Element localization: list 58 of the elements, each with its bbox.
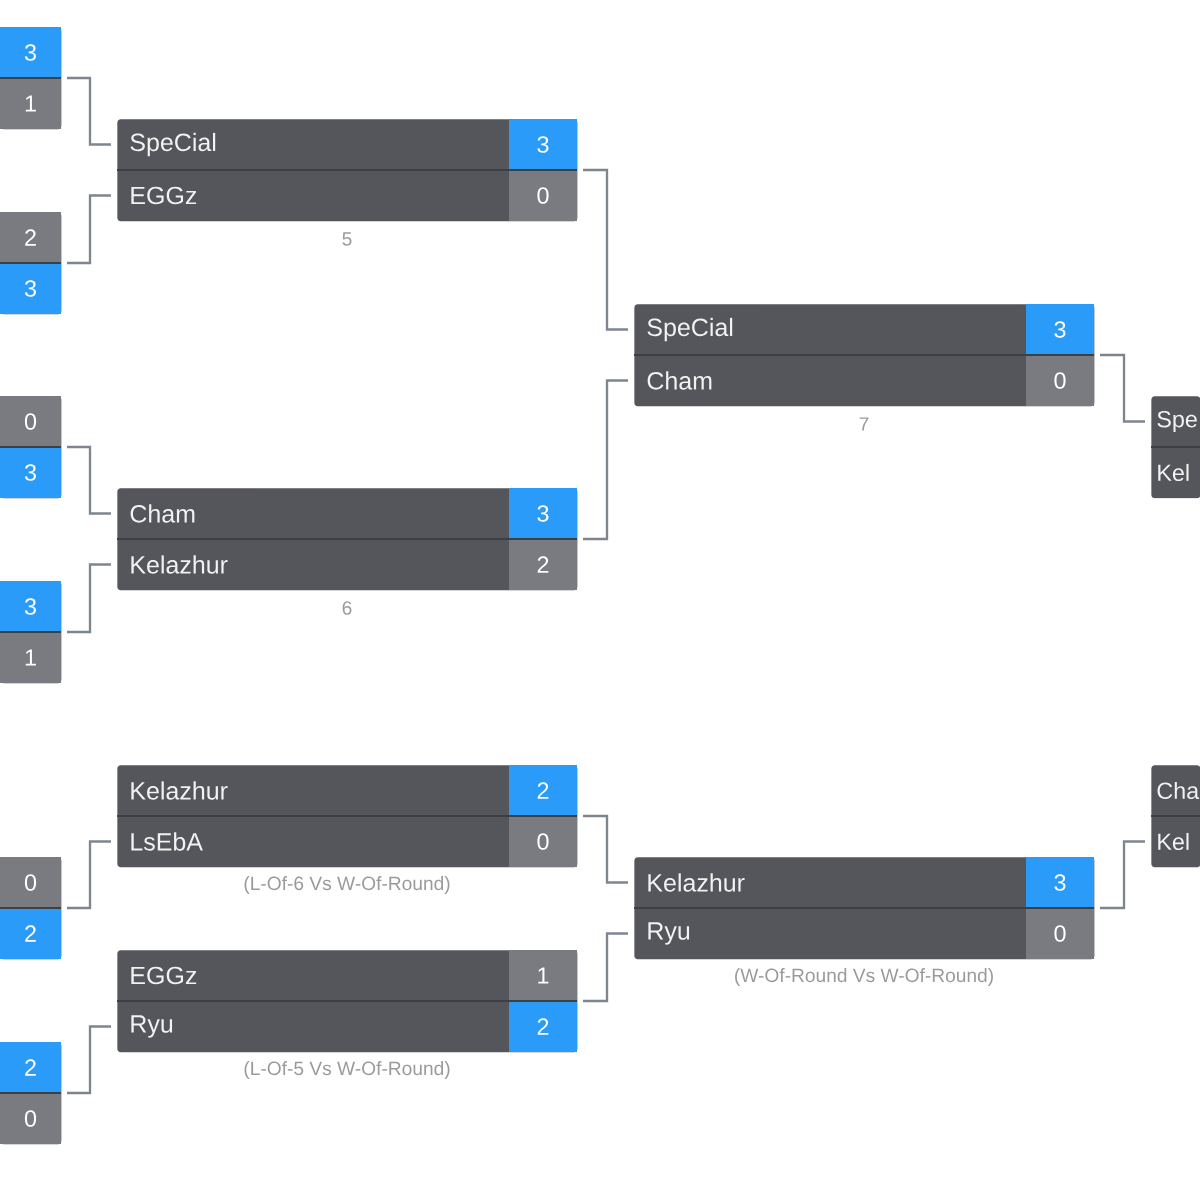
score-cell: 0: [1026, 908, 1094, 959]
score-cell: 3: [0, 263, 61, 314]
bracket-connector: [67, 194, 111, 265]
score-cell: 1: [0, 632, 61, 683]
match-label: 7: [859, 417, 869, 431]
player-name: SpeCial: [130, 132, 216, 157]
bracket-connector: [583, 379, 628, 541]
player-name: Kelazhur: [131, 781, 228, 800]
score-cell: 2: [509, 539, 577, 590]
score-cell: 0: [0, 396, 61, 447]
score-cell: 3: [509, 119, 577, 170]
player-name: Ryu: [648, 922, 690, 945]
player-name: Kelazhur: [648, 873, 745, 892]
score-cell: 2: [0, 1042, 61, 1093]
bracket-connector: [583, 814, 628, 884]
score-cell: 2: [509, 765, 577, 816]
player-name: Ryu: [131, 1015, 173, 1038]
score-cell: 0: [0, 857, 61, 908]
player-name: EGGz: [131, 186, 197, 205]
player-name: LsEbA: [131, 832, 203, 851]
bracket-connector: [1100, 840, 1145, 910]
player-name: SpeCial: [647, 317, 733, 342]
match-label: (L-Of-6 Vs W-Of-Round): [244, 876, 450, 894]
bracket-connector: [1100, 353, 1145, 423]
score-cell: 0: [509, 816, 577, 867]
player-name: Kel: [1158, 832, 1189, 851]
match-label: 5: [342, 232, 352, 246]
score-cell: 1: [0, 78, 61, 129]
score-cell: 1: [509, 950, 577, 1001]
player-name: Cha: [1157, 781, 1200, 800]
match-label: (L-Of-5 Vs W-Of-Round): [244, 1061, 450, 1079]
score-cell: 2: [0, 212, 61, 263]
bracket-connector: [67, 76, 111, 146]
bracket-connector: [67, 445, 111, 515]
score-cell: 3: [509, 488, 577, 539]
bracket-connector: [67, 1025, 111, 1095]
score-cell: 0: [0, 1093, 61, 1144]
bracket-connector: [67, 840, 111, 910]
bracket-connector: [583, 168, 628, 331]
score-cell: 2: [509, 1001, 577, 1052]
score-cell: 2: [0, 908, 61, 959]
match-label: (W-Of-Round Vs W-Of-Round): [735, 968, 993, 986]
player-name: Cham: [647, 371, 712, 390]
score-cell: 3: [0, 27, 61, 78]
player-name: EGGz: [131, 966, 197, 985]
score-cell: 0: [1026, 355, 1094, 406]
score-cell: 3: [1026, 304, 1094, 355]
match-label: 6: [342, 601, 352, 615]
player-name: Cham: [130, 504, 195, 523]
score-cell: 3: [1026, 857, 1094, 908]
bracket-connector: [583, 932, 628, 1003]
player-name: Kel: [1158, 463, 1189, 482]
bracket-connector: [67, 563, 111, 634]
player-name: Spe: [1157, 410, 1197, 433]
score-cell: 0: [509, 170, 577, 221]
player-name: Kelazhur: [131, 555, 228, 574]
score-cell: 3: [0, 447, 61, 498]
score-cell: 3: [0, 581, 61, 632]
